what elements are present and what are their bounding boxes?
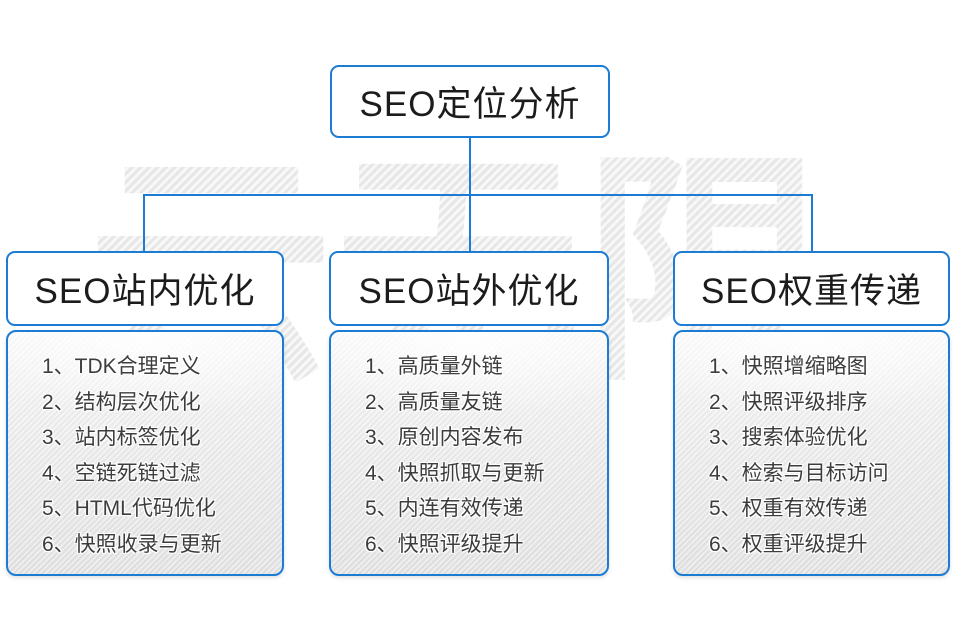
list-item: 6、快照评级提升 — [365, 532, 524, 556]
column-title: SEO站内优化 — [34, 272, 256, 311]
column-weight-transfer: SEO权重传递 1、快照增缩略图 2、快照评级排序 3、搜索体验优化 4、检索与… — [673, 251, 950, 576]
list-item: 1、TDK合理定义 — [42, 355, 201, 378]
list-item: 4、快照抓取与更新 — [365, 461, 545, 485]
list-item: 2、高质量友链 — [365, 390, 503, 414]
list-item: 5、内连有效传递 — [365, 497, 524, 520]
list-item: 4、空链死链过滤 — [42, 461, 201, 485]
root-node-title: SEO定位分析 — [359, 85, 581, 124]
list-item: 2、结构层次优化 — [42, 390, 201, 414]
list-item: 6、权重评级提升 — [709, 532, 868, 556]
list-item: 5、HTML代码优化 — [42, 497, 216, 520]
item-list: 1、快照增缩略图 2、快照评级排序 3、搜索体验优化 4、检索与目标访问 5、权… — [709, 349, 938, 562]
column-panel: 1、高质量外链 2、高质量友链 3、原创内容发布 4、快照抓取与更新 5、内连有… — [329, 330, 609, 576]
item-list: 1、TDK合理定义 2、结构层次优化 3、站内标签优化 4、空链死链过滤 5、H… — [42, 349, 272, 562]
list-item: 3、搜索体验优化 — [709, 426, 868, 449]
list-item: 1、快照增缩略图 — [709, 355, 868, 378]
list-item: 4、检索与目标访问 — [709, 461, 889, 485]
column-header: SEO权重传递 — [673, 251, 950, 326]
column-title: SEO站外优化 — [358, 272, 580, 311]
column-panel: 1、快照增缩略图 2、快照评级排序 3、搜索体验优化 4、检索与目标访问 5、权… — [673, 330, 950, 576]
list-item: 6、快照收录与更新 — [42, 532, 222, 556]
list-item: 5、权重有效传递 — [709, 497, 868, 520]
list-item: 2、快照评级排序 — [709, 390, 868, 414]
column-title: SEO权重传递 — [701, 272, 922, 311]
list-item: 3、站内标签优化 — [42, 426, 201, 449]
column-offsite-seo: SEO站外优化 1、高质量外链 2、高质量友链 3、原创内容发布 4、快照抓取与… — [329, 251, 609, 576]
item-list: 1、高质量外链 2、高质量友链 3、原创内容发布 4、快照抓取与更新 5、内连有… — [365, 349, 597, 562]
column-header: SEO站内优化 — [6, 251, 284, 326]
column-panel: 1、TDK合理定义 2、结构层次优化 3、站内标签优化 4、空链死链过滤 5、H… — [6, 330, 284, 576]
column-onsite-seo: SEO站内优化 1、TDK合理定义 2、结构层次优化 3、站内标签优化 4、空链… — [6, 251, 284, 576]
list-item: 1、高质量外链 — [365, 355, 503, 378]
root-node: SEO定位分析 — [330, 65, 610, 138]
column-header: SEO站外优化 — [329, 251, 609, 326]
list-item: 3、原创内容发布 — [365, 426, 524, 449]
